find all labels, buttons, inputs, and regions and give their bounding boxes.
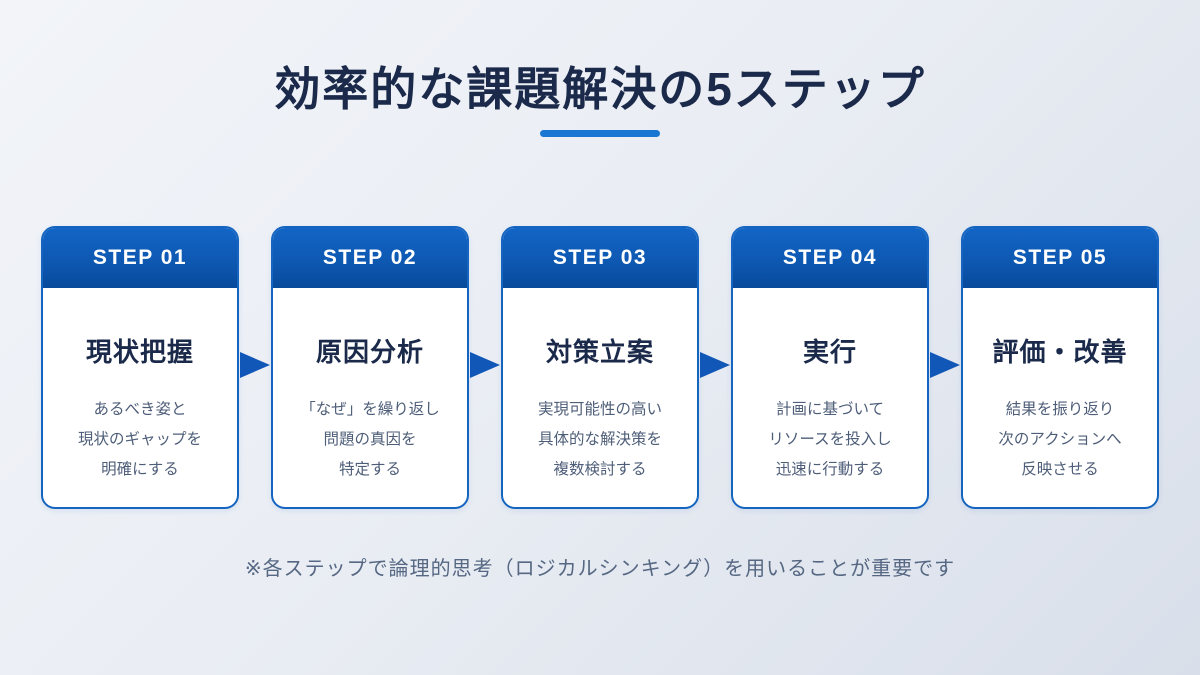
step-04-title: 実行 (802, 337, 857, 368)
step-card-03: STEP 03 対策立案 実現可能性の高い 具体的な解決策を 複数検討する (501, 226, 699, 510)
step-05-title: 評価・改善 (992, 337, 1128, 368)
step-02-body: 原因分析 「なぜ」を繰り返し 問題の真因を 特定する (273, 288, 467, 507)
steps-row: STEP 01 現状把握 あるべき姿と 現状のギャップを 明確にする STEP … (0, 226, 1200, 510)
step-01-title: 現状把握 (85, 337, 194, 368)
step-01-description: あるべき姿と 現状のギャップを 明確にする (78, 395, 202, 485)
step-04-desc-line-2: リソースを投入し (768, 431, 892, 449)
arrow-right-icon (930, 352, 960, 379)
step-02-header-label: STEP 02 (273, 228, 467, 289)
step-03-description: 実現可能性の高い 具体的な解決策を 複数検討する (538, 395, 662, 485)
step-05-description: 結果を振り返り 次のアクションへ 反映させる (998, 395, 1121, 485)
step-02-description: 「なぜ」を繰り返し 問題の真因を 特定する (300, 395, 440, 485)
arrow-slot-2 (469, 226, 501, 379)
step-03-body: 対策立案 実現可能性の高い 具体的な解決策を 複数検討する (503, 288, 697, 507)
step-card-05: STEP 05 評価・改善 結果を振り返り 次のアクションへ 反映させる (961, 226, 1159, 510)
step-04-description: 計画に基づいて リソースを投入し 迅速に行動する (768, 395, 891, 485)
step-05-header-label: STEP 05 (963, 228, 1157, 289)
step-02-desc-line-2: 問題の真因を (323, 431, 417, 449)
step-01-header-label: STEP 01 (43, 228, 237, 289)
step-03-title: 対策立案 (545, 337, 654, 368)
step-card-02: STEP 02 原因分析 「なぜ」を繰り返し 問題の真因を 特定する (271, 226, 469, 510)
arrow-slot-4 (929, 226, 961, 379)
step-03-header-label: STEP 03 (503, 228, 697, 289)
step-05-desc-line-1: 結果を振り返り (1005, 401, 1115, 419)
footnote: ※各ステップで論理的思考（ロジカルシンキング）を用いることが重要です (244, 558, 956, 581)
step-03-desc-line-3: 複数検討する (553, 461, 647, 479)
arrow-slot-1 (239, 226, 271, 379)
step-05-desc-line-3: 反映させる (1021, 461, 1099, 479)
step-04-header-label: STEP 04 (733, 228, 927, 289)
step-03-desc-line-1: 実現可能性の高い (537, 401, 662, 419)
step-01-desc-line-1: あるべき姿と (93, 401, 187, 419)
step-card-01: STEP 01 現状把握 あるべき姿と 現状のギャップを 明確にする (41, 226, 239, 510)
arrow-right-icon (470, 352, 500, 379)
step-01-body: 現状把握 あるべき姿と 現状のギャップを 明確にする (43, 288, 237, 507)
step-05-desc-line-2: 次のアクションへ (998, 431, 1122, 449)
arrow-right-icon (700, 352, 730, 379)
step-03-desc-line-2: 具体的な解決策を (537, 431, 662, 449)
step-02-title: 原因分析 (315, 337, 424, 368)
step-01-desc-line-3: 明確にする (101, 461, 179, 479)
step-04-desc-line-1: 計画に基づいて (775, 401, 885, 419)
step-01-desc-line-2: 現状のギャップを (77, 431, 202, 449)
step-02-desc-line-3: 特定する (338, 461, 401, 479)
step-05-body: 評価・改善 結果を振り返り 次のアクションへ 反映させる (963, 288, 1157, 507)
title-underline (540, 130, 660, 138)
step-card-04: STEP 04 実行 計画に基づいて リソースを投入し 迅速に行動する (731, 226, 929, 510)
step-02-desc-line-1: 「なぜ」を繰り返し (300, 401, 440, 419)
step-04-body: 実行 計画に基づいて リソースを投入し 迅速に行動する (733, 288, 927, 507)
step-04-desc-line-3: 迅速に行動する (775, 461, 885, 479)
arrow-slot-3 (699, 226, 731, 379)
page-title: 効率的な課題解決の5ステップ (274, 63, 926, 115)
arrow-right-icon (240, 352, 270, 379)
